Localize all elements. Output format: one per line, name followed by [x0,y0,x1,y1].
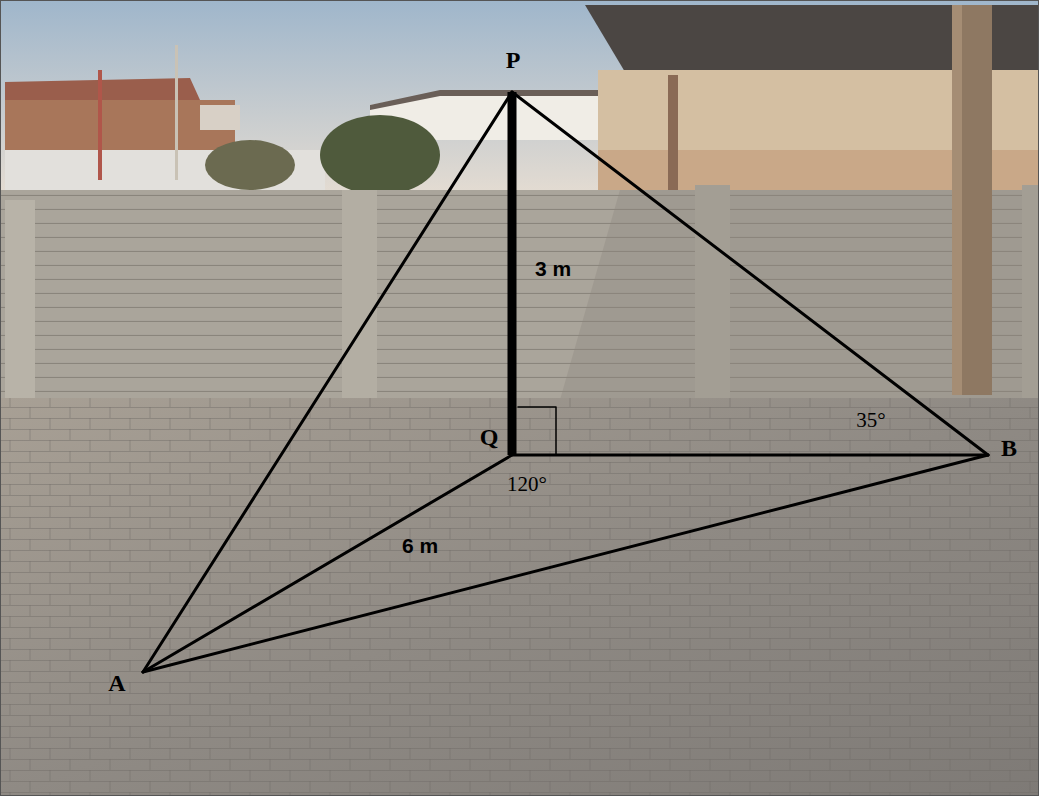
point-label: A [108,671,125,695]
line-qa [143,455,512,672]
geometry-lines [143,92,988,672]
angle-label: 120° [507,474,547,495]
line-pa [143,92,512,672]
right-angle-mark [518,407,556,455]
point-label: B [1001,436,1017,460]
point-label: P [506,48,521,72]
angle-label: 35° [856,410,885,431]
dimension-label: 3 m [535,258,571,279]
line-qb [512,454,988,457]
line-pb [512,92,988,455]
line-ab [143,455,988,672]
pole-pq [508,92,517,455]
point-label: Q [480,425,499,449]
dimension-label: 6 m [402,535,438,556]
